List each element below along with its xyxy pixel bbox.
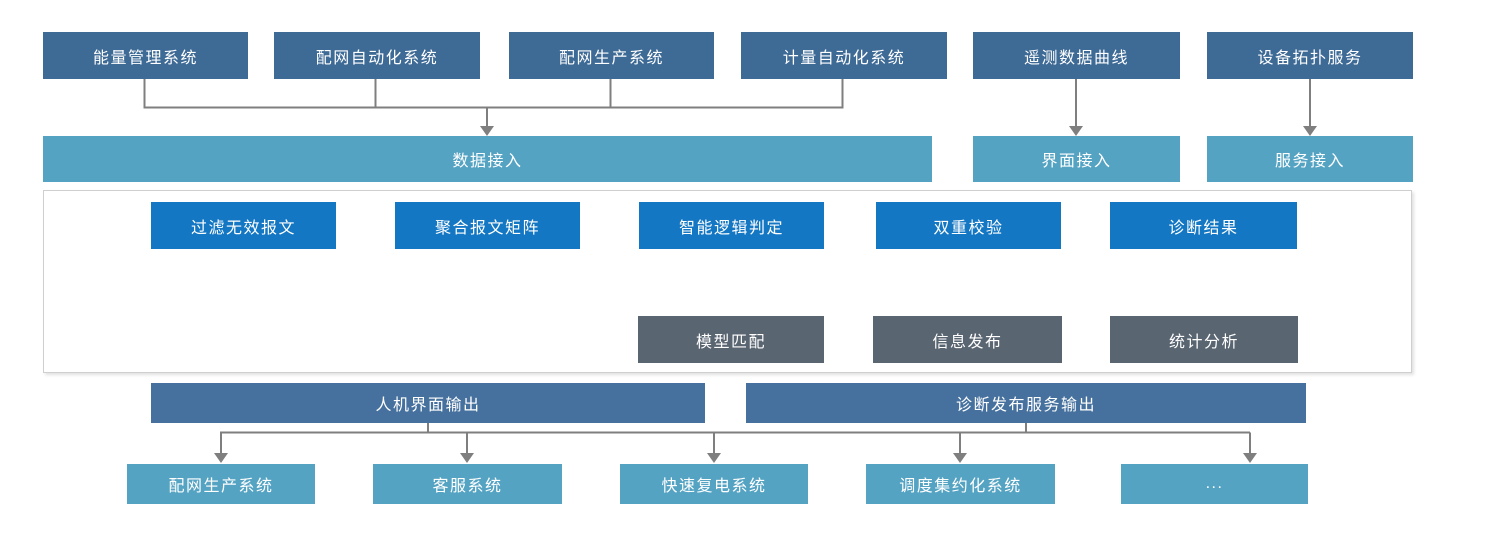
- source-energy-management: 能量管理系统: [43, 32, 248, 79]
- source-telemetry-data-curve: 遥测数据曲线: [973, 32, 1180, 79]
- consumer-distribution-production-system: 配网生产系统: [127, 464, 315, 504]
- access-service: 服务接入: [1207, 136, 1413, 182]
- step-diagnosis-result: 诊断结果: [1110, 202, 1297, 249]
- channel-diagnosis-publish-service-output: 诊断发布服务输出: [746, 383, 1306, 423]
- source-distribution-production: 配网生产系统: [509, 32, 714, 79]
- step-aggregate-message-matrix: 聚合报文矩阵: [395, 202, 580, 249]
- consumer-customer-service-system: 客服系统: [373, 464, 562, 504]
- step-intelligent-logic-judgment: 智能逻辑判定: [639, 202, 824, 249]
- consumer-fast-power-restoration-system: 快速复电系统: [620, 464, 808, 504]
- access-data: 数据接入: [43, 136, 932, 182]
- source-distribution-automation: 配网自动化系统: [274, 32, 480, 79]
- access-ui: 界面接入: [973, 136, 1180, 182]
- step-double-verification: 双重校验: [876, 202, 1061, 249]
- step-filter-invalid-messages: 过滤无效报文: [151, 202, 336, 249]
- channel-hmi-output: 人机界面输出: [151, 383, 705, 423]
- consumer-dispatch-centralized-system: 调度集约化系统: [866, 464, 1055, 504]
- output-model-matching: 模型匹配: [638, 316, 824, 363]
- source-device-topology-service: 设备拓扑服务: [1207, 32, 1413, 79]
- consumer-more-ellipsis: ...: [1121, 464, 1308, 504]
- source-metering-automation: 计量自动化系统: [741, 32, 947, 79]
- output-statistics-analysis: 统计分析: [1110, 316, 1298, 363]
- output-information-publish: 信息发布: [873, 316, 1062, 363]
